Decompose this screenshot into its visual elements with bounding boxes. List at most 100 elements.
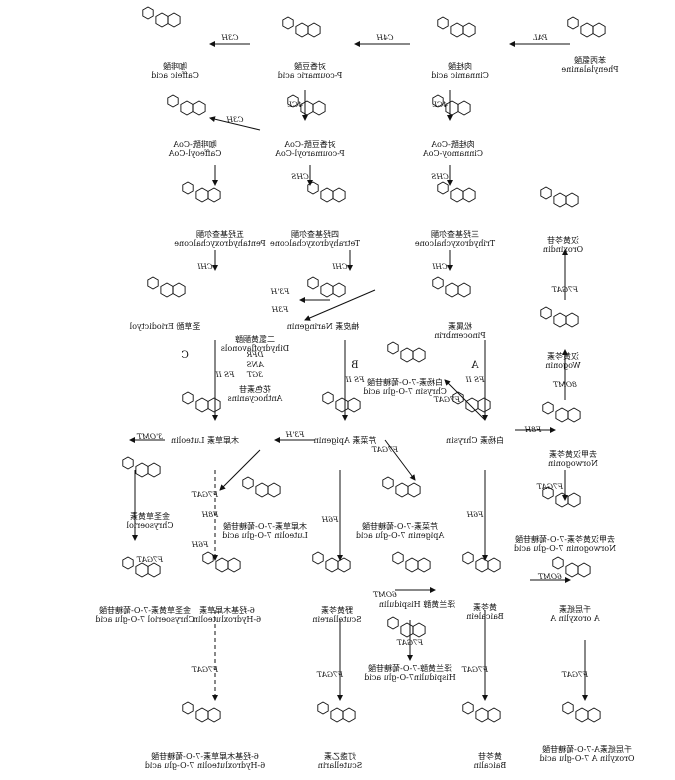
ring <box>195 707 209 723</box>
structure-sketch <box>567 16 606 38</box>
enzyme-label: F3'H <box>285 430 305 439</box>
ring <box>565 312 579 328</box>
structure-sketch <box>182 181 221 203</box>
structure-sketch <box>552 556 591 578</box>
structure-sketch <box>392 551 431 573</box>
enzyme-label: ANS <box>246 360 264 369</box>
ring <box>330 707 344 723</box>
enzyme-label: F7GAT <box>192 490 218 499</box>
structure-sketch <box>322 391 361 413</box>
ring <box>147 562 161 578</box>
structure-sketch <box>142 6 181 28</box>
ring <box>540 306 552 320</box>
ring <box>575 707 589 723</box>
structure-sketches <box>122 6 606 723</box>
ring <box>487 707 501 723</box>
ring <box>567 407 581 423</box>
ring <box>322 391 334 405</box>
enzyme-label: F7GAT <box>562 670 588 679</box>
arrow-f7gat-chrysin <box>444 379 486 421</box>
ring <box>567 16 579 30</box>
ring <box>267 482 281 498</box>
ring <box>395 482 409 498</box>
enzyme-label: FS II <box>465 375 485 384</box>
compound-label: 泽兰黄醇 Hispidulin <box>378 600 456 609</box>
ring <box>325 557 339 573</box>
ring <box>387 341 399 355</box>
enzyme-label: 4CL <box>432 100 448 109</box>
enzyme-label: F8H <box>524 425 542 434</box>
enzyme-label: PAL <box>532 33 548 42</box>
arrow-f7gat-lut <box>219 449 261 491</box>
structure-sketch <box>307 276 346 298</box>
ring <box>287 94 299 108</box>
structure-sketch <box>282 16 321 38</box>
ring <box>542 486 554 500</box>
structure-sketch <box>182 701 221 723</box>
ring <box>437 16 449 30</box>
enzyme-label: 6OMT <box>538 572 562 581</box>
ring <box>122 556 134 570</box>
ring <box>462 701 474 715</box>
structure-sketch <box>437 181 476 203</box>
ring <box>387 616 399 630</box>
ring <box>465 397 479 413</box>
ring <box>555 492 569 508</box>
ring <box>475 707 489 723</box>
enzyme-label: F3'H <box>270 287 290 296</box>
enzyme-label: F7GAT <box>462 665 488 674</box>
enzyme-label: F7GAT <box>397 638 423 647</box>
ring <box>160 282 174 298</box>
ring <box>307 181 319 195</box>
enzyme-label: C4H <box>376 33 394 42</box>
enzyme-label: F8H <box>201 510 219 519</box>
ring <box>332 282 346 298</box>
ring <box>400 622 414 638</box>
ring <box>180 100 194 116</box>
ring <box>432 276 444 290</box>
structure-sketch <box>562 701 601 723</box>
ring <box>552 556 564 570</box>
ring <box>342 707 356 723</box>
structure-sketch <box>540 306 579 328</box>
ring <box>432 94 444 108</box>
ring <box>337 557 351 573</box>
enzyme-label: F6H <box>466 510 484 519</box>
branch-label-c: C <box>181 350 189 361</box>
structure-sketch <box>122 556 161 578</box>
ring <box>400 347 414 363</box>
ring <box>332 187 346 203</box>
ring <box>182 181 194 195</box>
ring <box>542 401 554 415</box>
enzyme-label: FS II <box>345 375 365 384</box>
structure-sketch <box>542 401 581 423</box>
compound-label: 芹菜素 Apigenin <box>313 436 377 445</box>
ring <box>412 622 426 638</box>
structure-sketch <box>167 94 206 116</box>
ring <box>307 22 321 38</box>
ring <box>227 557 241 573</box>
ring <box>382 476 394 490</box>
ring <box>155 12 169 28</box>
structure-sketch <box>182 391 221 413</box>
enzyme-label: FS II <box>215 370 235 379</box>
ring <box>437 181 449 195</box>
